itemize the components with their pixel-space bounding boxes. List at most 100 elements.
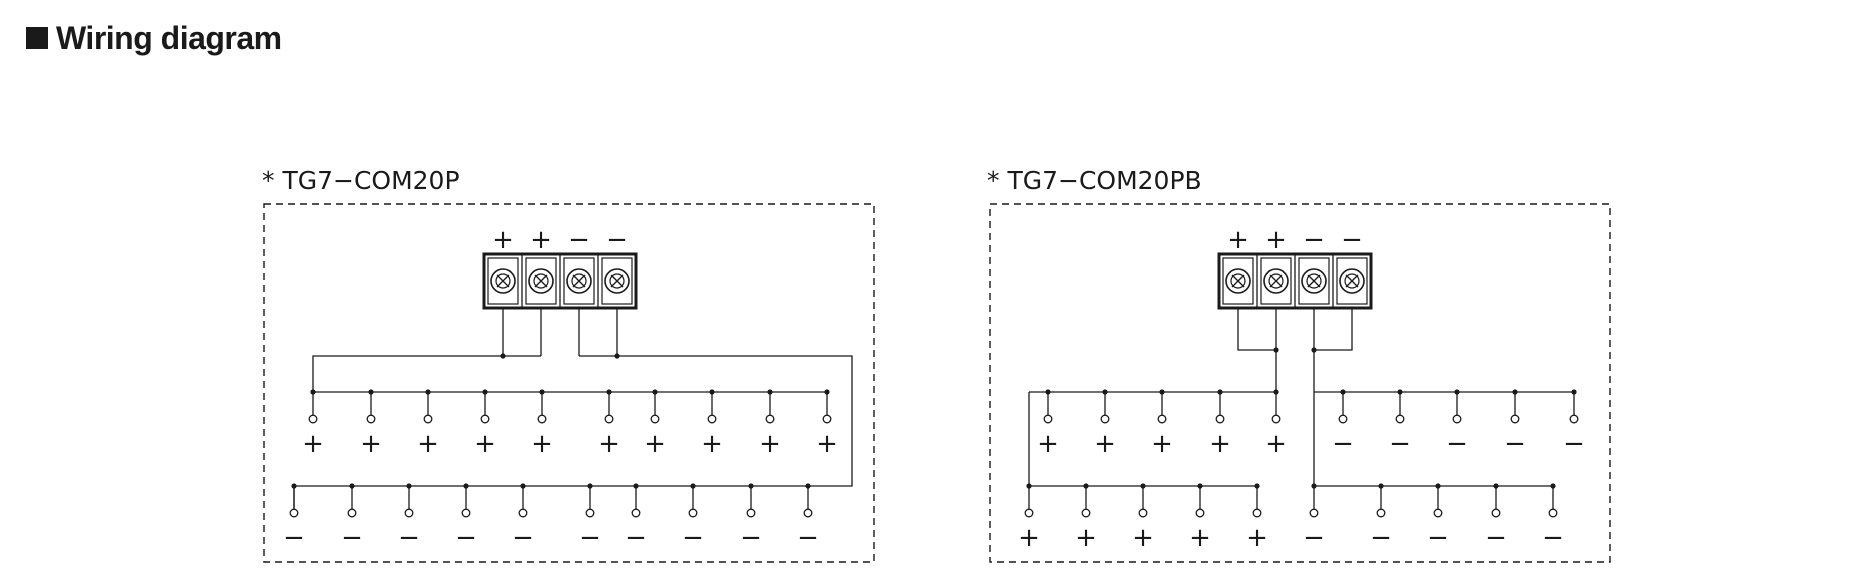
screw-icon (1339, 268, 1365, 294)
polarity-label: − (1303, 225, 1325, 255)
wiring: +++++−−−−−+++++−−−−− (1018, 308, 1585, 553)
terminal-point (404, 508, 414, 518)
screw-icon (495, 273, 511, 289)
terminal-point (1395, 414, 1405, 424)
wire-line (1237, 308, 1276, 351)
terminal-point (461, 508, 471, 518)
polarity-label: − (398, 523, 420, 553)
polarity-label: − (283, 523, 305, 553)
terminal-point (1338, 414, 1348, 424)
polarity-label: − (455, 523, 477, 553)
terminal-point (1309, 508, 1319, 518)
polarity-label: − (625, 523, 647, 553)
terminal-point (1271, 414, 1281, 424)
polarity-label: + (1094, 429, 1116, 459)
terminal-point (1043, 414, 1053, 424)
terminal-slot (563, 257, 595, 305)
terminal-point (1433, 508, 1443, 518)
square-bullet-icon (26, 27, 48, 49)
wire-line (1231, 274, 1245, 288)
polarity-label: + (1075, 523, 1097, 553)
terminal-slot (1260, 257, 1292, 305)
terminal-point (822, 414, 832, 424)
polarity-label: − (1485, 523, 1507, 553)
terminal-point (1024, 508, 1034, 518)
screw-icon (528, 268, 554, 294)
panel-border (989, 203, 1611, 563)
terminal-point (289, 508, 299, 518)
terminal-point (1452, 414, 1462, 424)
terminal-point (1252, 508, 1262, 518)
polarity-label: + (701, 429, 723, 459)
wire-line (1307, 274, 1321, 288)
terminal-block: ++−− (482, 225, 638, 310)
terminal-point (1215, 414, 1225, 424)
polarity-label: − (797, 523, 819, 553)
wire-line (1345, 274, 1359, 288)
polarity-label: + (598, 429, 620, 459)
page-header: Wiring diagram (26, 16, 282, 60)
polarity-label: + (1209, 429, 1231, 459)
terminal-point (1100, 414, 1110, 424)
terminal-point (1491, 508, 1501, 518)
wire-line (534, 274, 548, 288)
wire-line (1269, 274, 1283, 288)
polarity-label: + (531, 429, 553, 459)
polarity-label: − (579, 523, 601, 553)
terminal-point (803, 508, 813, 518)
screw-icon (1301, 268, 1327, 294)
terminal-point (537, 414, 547, 424)
terminal-point (518, 508, 528, 518)
polarity-label: + (1265, 429, 1287, 459)
panel-tg7-com20p: * TG7−COM20P ++−− ++++++++++−−−−−−−−−− (262, 166, 875, 563)
panel-border (263, 203, 875, 563)
terminal-point (746, 508, 756, 518)
polarity-label: − (1427, 523, 1449, 553)
screw-icon (1230, 273, 1246, 289)
wire-line (496, 274, 510, 288)
screw-icon (1225, 268, 1251, 294)
screw-icon (490, 268, 516, 294)
polarity-label: − (1542, 523, 1564, 553)
polarity-label: + (360, 429, 382, 459)
panel-title: * TG7−COM20P (262, 166, 460, 195)
terminal-point (347, 508, 357, 518)
polarity-label: + (417, 429, 439, 459)
wire-line (572, 274, 586, 288)
polarity-label: − (740, 523, 762, 553)
panel-tg7-com20pb: * TG7−COM20PB ++−− +++++−−−−−+++++−−−−− (987, 166, 1611, 563)
terminal-point (1376, 508, 1386, 518)
polarity-label: + (1227, 225, 1249, 255)
polarity-label: − (682, 523, 704, 553)
polarity-label: − (1303, 523, 1325, 553)
wire-line (312, 355, 541, 392)
polarity-label: − (341, 523, 363, 553)
terminal-point (1081, 508, 1091, 518)
panel-title: * TG7−COM20PB (987, 166, 1202, 195)
polarity-label: + (1132, 523, 1154, 553)
terminal-point (650, 414, 660, 424)
terminal-block: ++−− (1217, 225, 1373, 310)
screw-icon (1344, 273, 1360, 289)
screw-icon (609, 273, 625, 289)
terminal-point (688, 508, 698, 518)
terminal-point (585, 508, 595, 518)
polarity-label: + (492, 225, 514, 255)
terminal-point (631, 508, 641, 518)
polarity-label: − (1341, 225, 1363, 255)
terminal-point (1510, 414, 1520, 424)
terminal-slot (601, 257, 633, 305)
terminal-point (1548, 508, 1558, 518)
polarity-label: − (1446, 429, 1468, 459)
screw-icon (1268, 273, 1284, 289)
polarity-label: + (474, 429, 496, 459)
terminal-slot (1298, 257, 1330, 305)
screw-icon (566, 268, 592, 294)
polarity-label: + (1018, 523, 1040, 553)
polarity-label: + (302, 429, 324, 459)
terminal-point (765, 414, 775, 424)
polarity-label: − (1370, 523, 1392, 553)
terminal-point (308, 414, 318, 424)
polarity-label: + (1037, 429, 1059, 459)
polarity-label: + (530, 225, 552, 255)
